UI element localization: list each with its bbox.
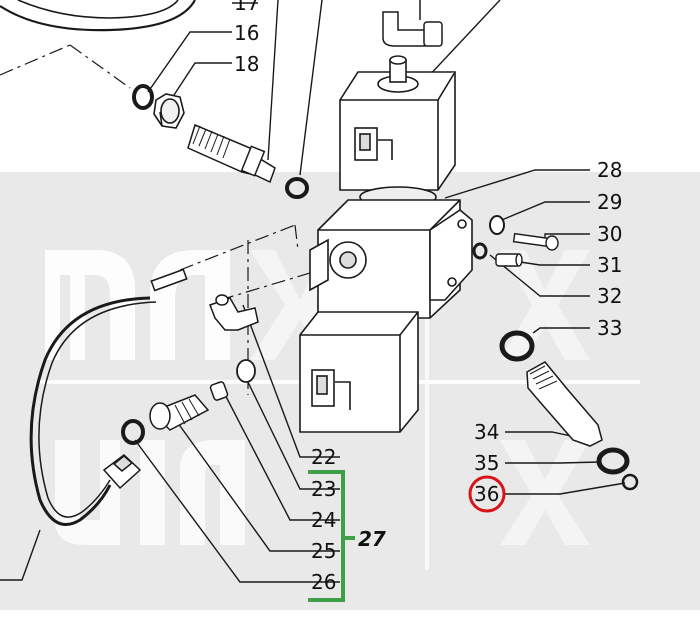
solenoid-valve: [299, 55, 473, 433]
o-ring-32: [472, 242, 488, 260]
elbow-fitting-22: [209, 294, 259, 331]
fitting-34: [526, 361, 603, 447]
label-28: 28: [597, 158, 622, 182]
o-ring-top-left: [0, 0, 196, 32]
screw-30: [512, 232, 559, 251]
o-ring-36: [621, 473, 639, 491]
o-ring-16: [132, 84, 154, 110]
label-36: 36: [474, 482, 499, 506]
label-33: 33: [597, 316, 622, 340]
label-32: 32: [597, 284, 622, 308]
label-16: 16: [234, 21, 259, 45]
threaded-plug-25: [149, 394, 210, 431]
label-29: 29: [597, 190, 622, 214]
label-17: 17: [234, 0, 259, 15]
label-25: 25: [311, 539, 336, 563]
pin-31: [495, 253, 523, 267]
label-30: 30: [597, 222, 622, 246]
o-ring-17: [285, 177, 309, 199]
washer-29: [489, 215, 505, 235]
part-labels: 17 16 18 28 29 30 31 32 33 34 35 36 22 2…: [234, 0, 622, 594]
label-26: 26: [311, 570, 336, 594]
group-label-27: 27: [358, 527, 386, 551]
spacer-24: [209, 381, 229, 401]
o-ring-33: [499, 330, 535, 362]
threaded-fitting-17: [187, 123, 276, 184]
o-ring-26: [121, 419, 145, 445]
connector-plug: [102, 454, 142, 490]
label-24: 24: [311, 508, 336, 532]
label-31: 31: [597, 253, 622, 277]
group-bracket: [308, 470, 355, 602]
o-ring-35: [596, 447, 630, 475]
label-35: 35: [474, 451, 499, 475]
label-22: 22: [311, 445, 336, 469]
label-34: 34: [474, 420, 499, 444]
highlight-circle: [468, 475, 506, 513]
label-18: 18: [234, 52, 259, 76]
leader-lines: [0, 0, 626, 583]
elbow-connector-top: [382, 0, 443, 47]
label-23: 23: [311, 477, 336, 501]
temperature-probe-wire: [29, 268, 188, 526]
washer-23: [236, 359, 256, 383]
hex-nut-18: [153, 93, 185, 129]
